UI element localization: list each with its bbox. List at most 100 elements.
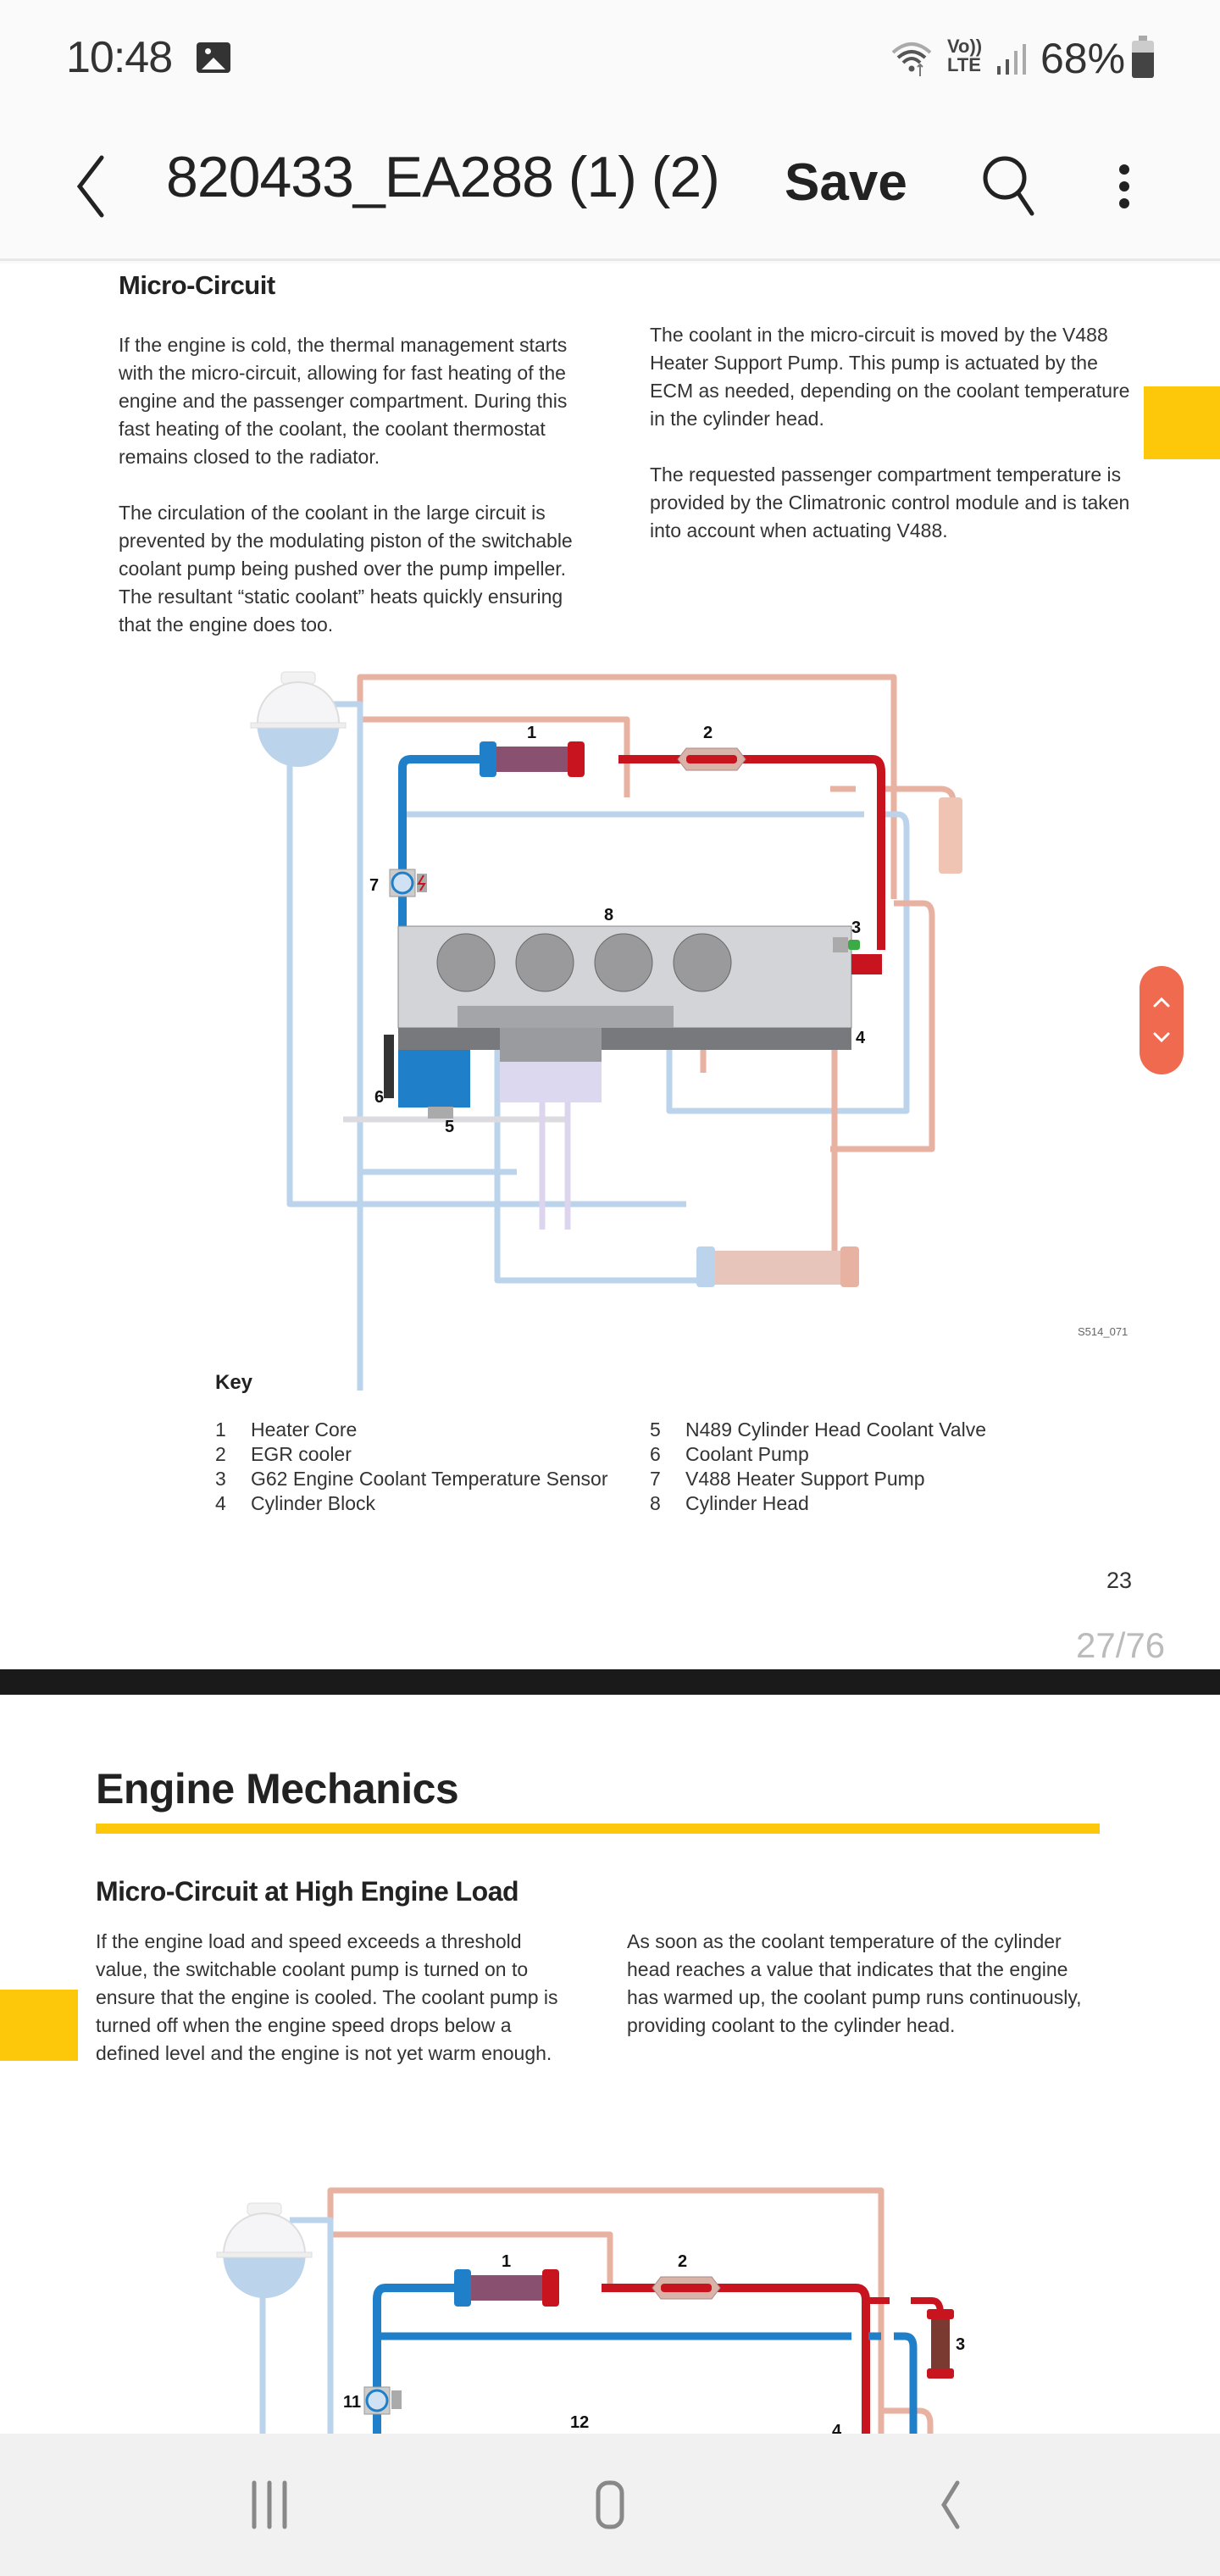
key-label: G62 Engine Coolant Temperature Sensor [251, 1468, 608, 1490]
pipe-cold [373, 2284, 458, 2436]
key-item: 7 V488 Heater Support Pump [650, 1467, 986, 1491]
diagram-label: 12 [570, 2413, 589, 2432]
pipe-return-2 [360, 716, 630, 797]
aux-heater-core [927, 2309, 954, 2379]
pipe-red-far [883, 2407, 934, 2479]
diagram-label: 2 [703, 724, 713, 742]
search-icon [983, 156, 1034, 216]
diagram-label: 11 [343, 2393, 361, 2412]
search-button[interactable] [978, 151, 1042, 219]
key-number: 5 [650, 1418, 661, 1441]
coolant-pump [384, 1035, 470, 1119]
key-item: 5 N489 Cylinder Head Coolant Valve [650, 1418, 986, 1442]
paragraph: The circulation of the coolant in the la… [119, 502, 573, 636]
paragraph: The coolant in the micro-circuit is move… [650, 324, 1130, 430]
battery-icon [1132, 36, 1154, 78]
signal-icon [997, 44, 1026, 75]
status-bar: 10:48 Vo)) LTE 68% [0, 0, 1220, 119]
chevron-up-icon[interactable] [1153, 997, 1170, 1008]
chevron-down-icon[interactable] [1153, 1032, 1170, 1043]
key-number: 6 [650, 1443, 661, 1465]
pipe-tank [290, 2217, 334, 2479]
radiator [696, 1246, 859, 1287]
page-scroll-control[interactable] [1140, 966, 1184, 1074]
paragraph: The requested passenger compartment temp… [650, 464, 1130, 541]
key-label: Cylinder Block [251, 1492, 375, 1514]
pdf-page-23: Micro-Circuit If the engine is cold, the… [0, 264, 1220, 1669]
pipe-bottom-blue [494, 1001, 703, 1284]
system-nav-bar [0, 2434, 1220, 2576]
paragraph: If the engine is cold, the thermal manag… [119, 334, 568, 468]
document-title: 820433_EA288 (1) (2) [166, 145, 720, 209]
key-number: 8 [650, 1492, 661, 1514]
pipe-blue-mid [407, 811, 910, 1114]
save-button[interactable]: Save [785, 153, 907, 212]
app-bar: 820433_EA288 (1) (2) Save [0, 119, 1220, 261]
temperature-sensor [833, 937, 882, 974]
diagram-label: 2 [678, 2252, 687, 2271]
cylinder-block [398, 1028, 851, 1102]
pipe-tank [322, 701, 363, 1391]
diagram-label: 3 [851, 919, 861, 937]
key-label: Heater Core [251, 1418, 358, 1441]
coolant-circuit-diagram-high-load: 1 2 3 11 12 4 [216, 2187, 965, 2479]
more-vert-dot [1119, 181, 1129, 192]
diagram-label: 1 [527, 724, 536, 742]
recent-apps-icon [252, 2480, 287, 2529]
right-column-text: The coolant in the micro-circuit is move… [650, 321, 1133, 545]
pdf-page-24: Engine Mechanics Micro-Circuit at High E… [0, 1695, 1220, 2479]
gallery-icon [197, 42, 230, 73]
pipe-hot [618, 755, 885, 950]
home-button[interactable] [568, 2468, 652, 2544]
key-number: 2 [215, 1443, 226, 1465]
volte-label: Vo)) [947, 36, 983, 57]
heater-valve-aux [939, 797, 962, 874]
key-list-right: 5 N489 Cylinder Head Coolant Valve 6 Coolan… [650, 1418, 986, 1516]
back-nav-button[interactable] [907, 2468, 991, 2544]
left-column-text: If the engine is cold, the thermal manag… [119, 331, 593, 639]
chapter-tab-marker [0, 1990, 78, 2061]
heater-support-pump [363, 2386, 402, 2415]
diagram-label: 4 [856, 1029, 866, 1047]
home-icon [596, 2480, 624, 2529]
right-column-text: As soon as the coolant temperature of th… [627, 1930, 1082, 2036]
section-heading: Micro-Circuit [119, 270, 275, 300]
expansion-tank [216, 2202, 313, 2298]
page-counter: 27/76 [1076, 1625, 1166, 1665]
cylinder-head [397, 925, 852, 1031]
chapter-tab-marker [1144, 386, 1220, 459]
figure-code: S514_071 [1078, 1325, 1128, 1338]
key-number: 3 [215, 1468, 226, 1490]
expansion-tank [250, 671, 347, 767]
key-item: 3 G62 Engine Coolant Temperature Sensor [215, 1467, 608, 1491]
key-item: 1 Heater Core [215, 1418, 608, 1442]
egr-cooler [652, 2276, 721, 2300]
volte-indicator: Vo)) LTE [947, 37, 982, 75]
chapter-title: Engine Mechanics [96, 1765, 459, 1813]
key-item: 4 Cylinder Block [215, 1491, 608, 1516]
more-vert-icon [1119, 164, 1129, 175]
page-separator [0, 1669, 1220, 1695]
pipe-red-far [830, 900, 935, 1152]
back-button[interactable] [68, 153, 119, 220]
diagram-label: 1 [502, 2252, 511, 2271]
left-column-text: If the engine load and speed exceeds a t… [96, 1930, 558, 2064]
key-number: 7 [650, 1468, 661, 1490]
diagram-label: 5 [445, 1118, 454, 1136]
key-label: N489 Cylinder Head Coolant Valve [685, 1418, 986, 1441]
coolant-circuit-diagram: 1 2 3 4 5 6 7 8 [250, 671, 962, 1391]
key-label: Coolant Pump [685, 1443, 809, 1465]
pipe-blue-mid [377, 2332, 918, 2436]
key-label: V488 Heater Support Pump [685, 1468, 925, 1490]
recent-apps-button[interactable] [229, 2468, 313, 2544]
battery-percent: 68% [1040, 35, 1126, 82]
pipe-tank-down [286, 763, 686, 1208]
more-options-button[interactable] [1101, 153, 1147, 220]
key-number: 4 [215, 1492, 226, 1514]
key-number: 1 [215, 1418, 226, 1441]
key-item: 6 Coolant Pump [650, 1442, 986, 1467]
diagram-label: 3 [956, 2335, 965, 2354]
